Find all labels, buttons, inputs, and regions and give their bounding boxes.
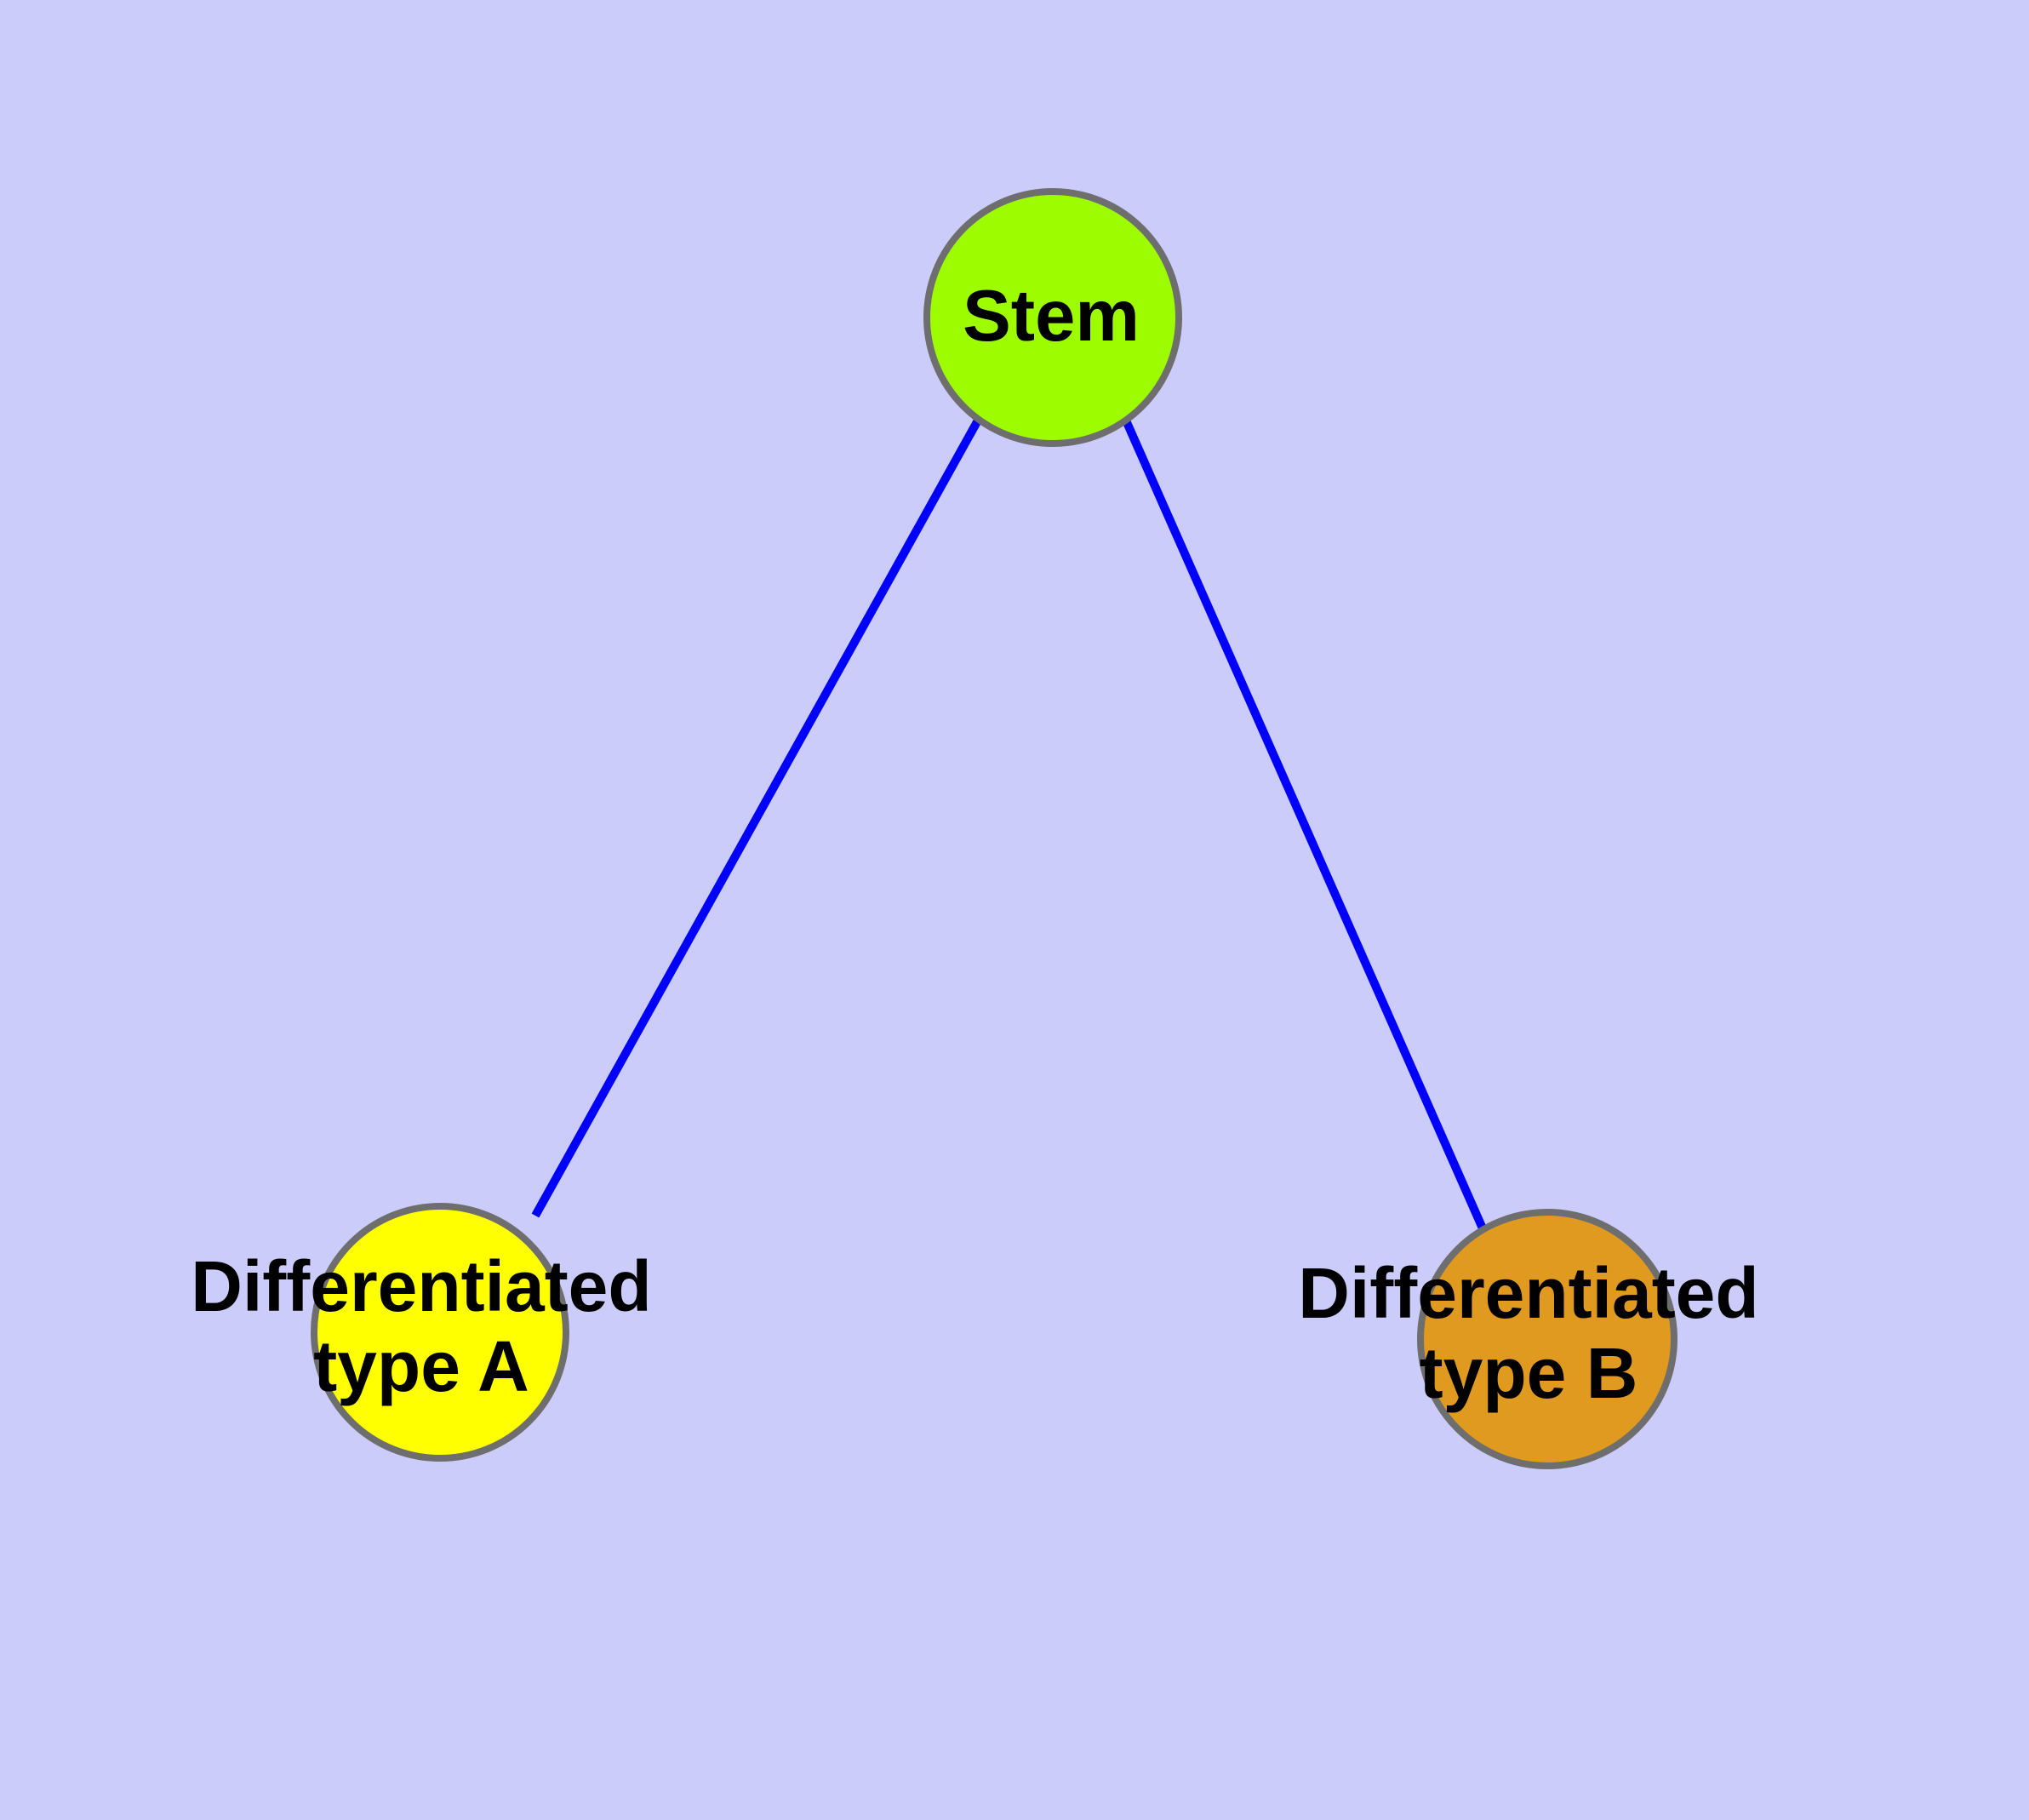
node-stem-label: Stem [963,276,1140,357]
label-line: Stem [963,276,1140,357]
node-differentiated-type-a[interactable] [311,1203,569,1462]
node-differentiated-type-a-circle[interactable] [311,1203,569,1462]
label-line: type A [313,1326,529,1406]
label-line: type B [1420,1333,1638,1413]
edge-stem-to-differentiated-type-a[interactable] [531,416,983,1218]
node-layer [311,188,1677,1469]
edge-stem-to-differentiated-type-b[interactable] [1122,418,1487,1231]
edge-layer [531,416,1487,1231]
node-differentiated-type-b[interactable] [1417,1209,1677,1469]
node-differentiated-type-b-circle[interactable] [1417,1209,1677,1469]
label-line: Differentiated [191,1246,651,1326]
label-line: Differentiated [1298,1253,1758,1333]
node-stem-circle[interactable] [923,188,1182,447]
node-stem[interactable] [923,188,1182,447]
